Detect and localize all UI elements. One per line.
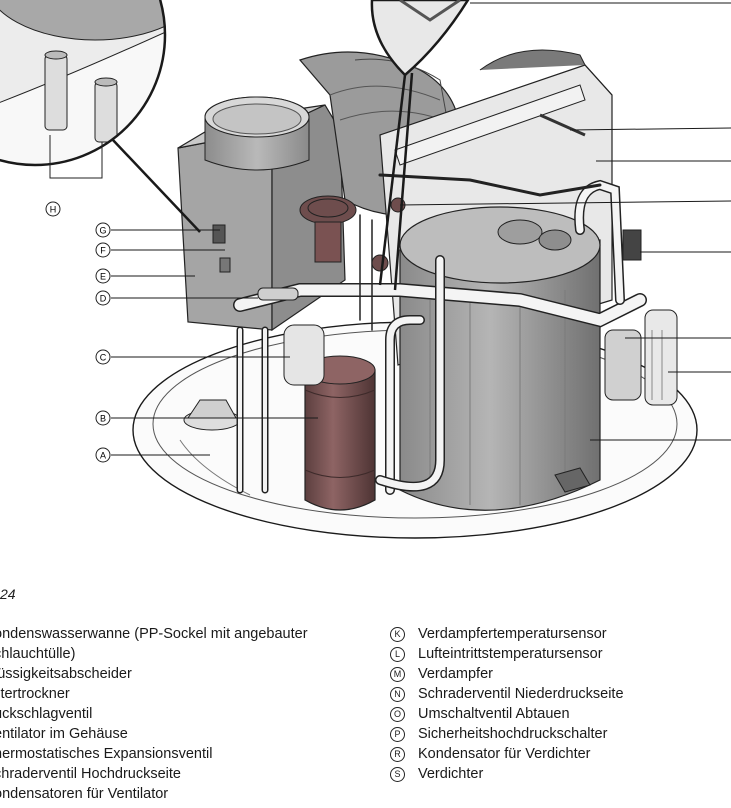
legend-letter: M bbox=[390, 667, 405, 682]
legend-item: O Umschaltventil Abtauen bbox=[390, 704, 731, 724]
svg-text:D: D bbox=[100, 294, 107, 304]
detail-zoom-top bbox=[370, 0, 470, 291]
legend-item: L Lufteintrittstemperatursensor bbox=[390, 644, 731, 664]
legend-item: ondenswasserwanne (PP-Sockel mit angebau… bbox=[0, 626, 308, 642]
capacitors-right bbox=[604, 309, 678, 406]
legend-item: ückschlagventil bbox=[0, 706, 93, 722]
callout-f: F bbox=[95, 242, 111, 258]
callout-markers: H G F E D C B A bbox=[45, 201, 111, 463]
legend-letter: N bbox=[390, 687, 405, 702]
legend-item: entilator im Gehäuse bbox=[0, 726, 128, 742]
legend-item: P Sicherheitshochdruckschalter bbox=[390, 724, 731, 744]
legend-item: M Verdampfer bbox=[390, 664, 731, 684]
legend-item: chraderventil Hochdruckseite bbox=[0, 766, 181, 782]
figure-number: 24 bbox=[0, 586, 16, 602]
legend-item: N Schraderventil Niederdruckseite bbox=[390, 684, 731, 704]
drain-cone bbox=[183, 399, 241, 431]
legend-item: iltertrockner bbox=[0, 686, 70, 702]
legend-text: Sicherheitshochdruckschalter bbox=[418, 726, 608, 742]
heat-pump-diagram: H G F E D C B A bbox=[0, 0, 731, 539]
legend-letter: P bbox=[390, 727, 405, 742]
svg-text:E: E bbox=[100, 272, 106, 282]
leader-lines-right bbox=[399, 2, 731, 441]
leader-lines-left bbox=[111, 229, 318, 456]
svg-text:F: F bbox=[100, 246, 106, 256]
legend-item: hermostatisches Expansionsventil bbox=[0, 746, 213, 762]
svg-text:A: A bbox=[100, 451, 106, 461]
legend-letter: L bbox=[390, 647, 405, 662]
filter-drier bbox=[283, 324, 325, 386]
legend-item: K Verdampfertemperatursensor bbox=[390, 624, 731, 644]
callout-a: A bbox=[95, 447, 111, 463]
legend-text: Lufteintrittstemperatursensor bbox=[418, 646, 603, 662]
legend-text: Schraderventil Niederdruckseite bbox=[418, 686, 624, 702]
callout-c: C bbox=[95, 349, 111, 365]
callout-g: G bbox=[95, 222, 111, 238]
legend-item: ondensatoren für Ventilator bbox=[0, 786, 169, 802]
legend-text: Verdampfer bbox=[418, 666, 493, 682]
legend-right: K Verdampfertemperatursensor L Lufteintrit… bbox=[390, 624, 731, 784]
legend-item: R Kondensator für Verdichter bbox=[390, 744, 731, 764]
legend-left: ondenswasserwanne (PP-Sockel mit angebau… bbox=[0, 624, 370, 804]
legend-item: S Verdichter bbox=[390, 764, 731, 784]
legend-text: Kondensator für Verdichter bbox=[418, 746, 591, 762]
legend-text: Verdichter bbox=[418, 766, 484, 782]
callout-h: H bbox=[45, 201, 61, 217]
separator-tank bbox=[399, 206, 601, 511]
legend-letter: S bbox=[390, 767, 405, 782]
legend-item: chlauchtülle) bbox=[0, 646, 76, 662]
legend-letter: R bbox=[390, 747, 405, 762]
legend-letter: O bbox=[390, 707, 405, 722]
callout-b: B bbox=[95, 410, 111, 426]
detail-zoom-left bbox=[0, 0, 201, 233]
legend-text: Verdampfertemperatursensor bbox=[418, 626, 607, 642]
callout-d: D bbox=[95, 290, 111, 306]
svg-text:B: B bbox=[100, 414, 106, 424]
svg-text:G: G bbox=[99, 226, 106, 236]
svg-text:H: H bbox=[50, 205, 57, 215]
legend-text: Umschaltventil Abtauen bbox=[418, 706, 570, 722]
legend-letter: K bbox=[390, 627, 405, 642]
legend-item: lüssigkeitsabscheider bbox=[0, 666, 132, 682]
expansion-valve bbox=[299, 195, 406, 272]
svg-text:C: C bbox=[100, 353, 107, 363]
callout-e: E bbox=[95, 268, 111, 284]
